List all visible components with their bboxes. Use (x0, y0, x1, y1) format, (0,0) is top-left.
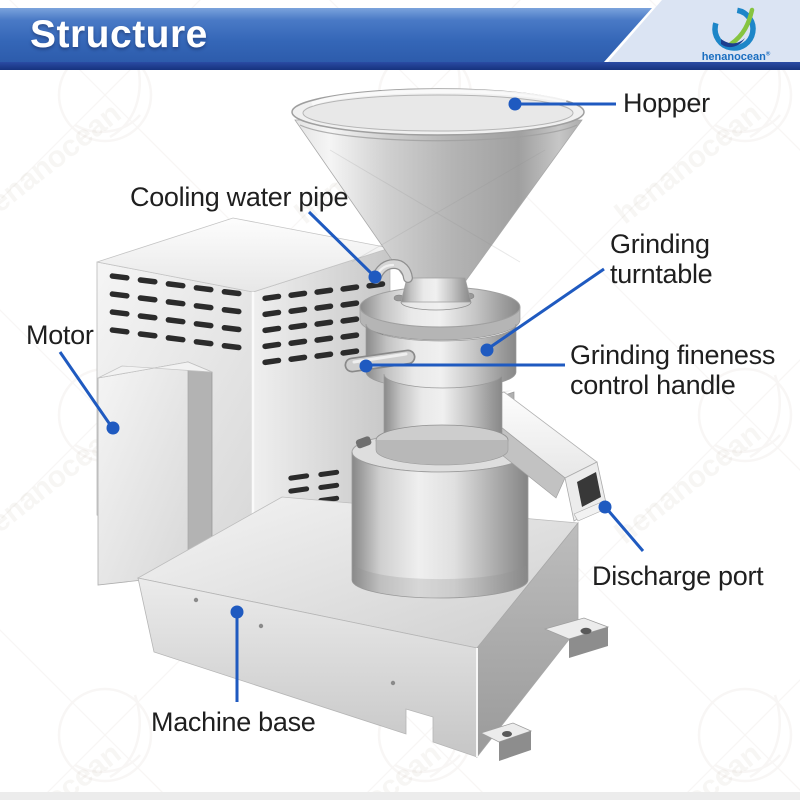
structure-banner: Structure (0, 8, 652, 62)
brand-name-text: henanocean (701, 51, 766, 63)
brand-logo (712, 7, 756, 51)
logo-ring (712, 7, 756, 51)
label-hopper: Hopper (623, 88, 710, 118)
label-machine-base: Machine base (151, 707, 316, 737)
dot-motor (106, 421, 120, 435)
hopper-neck (400, 277, 472, 311)
motor-front-cover (97, 361, 213, 586)
leader-motor (58, 351, 113, 427)
foot-bracket-front (479, 722, 533, 761)
dot-hopper (508, 97, 522, 111)
registered-mark: ® (765, 51, 771, 58)
label-grinding-fineness: Grinding fineness control handle (570, 340, 776, 401)
dot-grinding-fineness (359, 359, 373, 373)
leader-dots (106, 97, 612, 619)
foot-bracket-right (543, 617, 610, 658)
bottom-strip (0, 792, 800, 800)
label-grinding-turntable: Grinding turntable (610, 229, 713, 290)
label-cooling-water-pipe: Cooling water pipe (130, 182, 349, 212)
leader-discharge-port (605, 508, 645, 552)
leader-cooling-water-pipe (307, 210, 375, 277)
page-title: Structure (30, 13, 208, 56)
brand-name: henanocean® (694, 51, 778, 63)
logo-swoosh (721, 38, 745, 48)
leader-lines (58, 102, 645, 702)
leader-grinding-turntable (488, 267, 605, 350)
header-underline (0, 62, 800, 70)
label-motor: Motor (26, 320, 94, 350)
grinding-flange (359, 286, 521, 341)
dot-cooling-water-pipe (368, 270, 382, 284)
label-discharge-port: Discharge port (592, 561, 764, 591)
dot-grinding-turntable (480, 343, 494, 357)
mill-body (375, 373, 509, 466)
logo-leaf (728, 7, 755, 47)
dot-discharge-port (598, 500, 612, 514)
dot-machine-base (230, 605, 244, 619)
